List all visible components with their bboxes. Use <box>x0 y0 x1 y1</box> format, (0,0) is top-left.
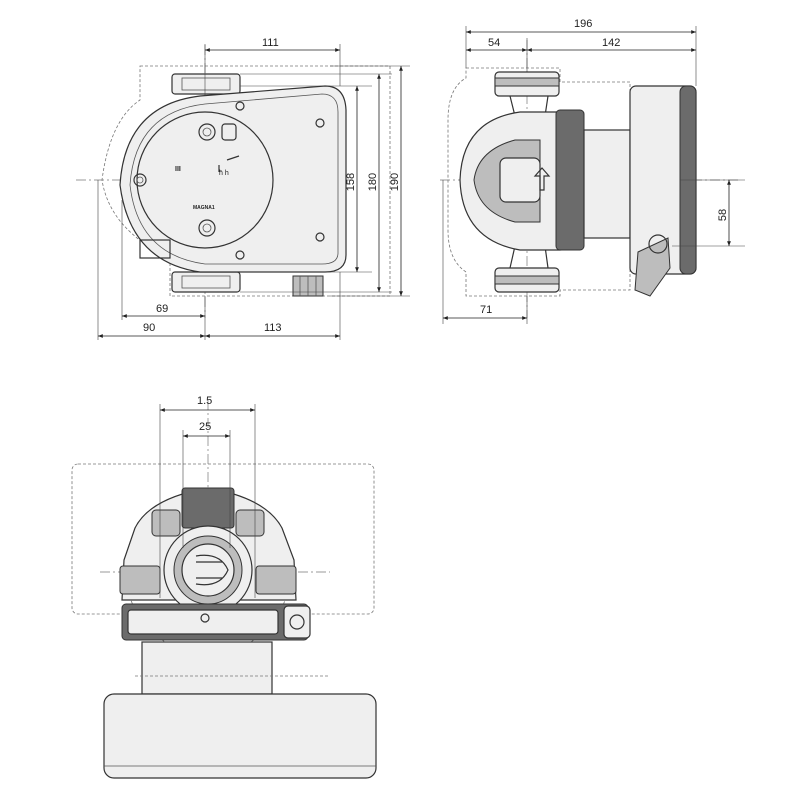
front-screw-right-top <box>315 118 325 128</box>
side-pump-collar <box>555 109 585 251</box>
front-side-block <box>139 239 171 259</box>
front-mode-icon: h̄ h <box>219 170 229 177</box>
side-inlet <box>499 157 541 203</box>
side-envelope-outline <box>447 67 631 297</box>
front-top-flange-inner <box>181 77 231 91</box>
bottom-dim-1-5: 1.5 <box>197 395 212 407</box>
side-dim-196: 196 <box>574 18 592 30</box>
front-bottom-knob <box>198 219 216 237</box>
front-view: III h̄ h MAGNA1 111 158 180 190 69 <box>76 37 410 340</box>
bottom-control-box <box>103 693 377 779</box>
bottom-top-neck <box>181 487 235 529</box>
front-screw-right-bottom <box>315 232 325 242</box>
front-dim-111: 111 <box>262 37 279 49</box>
bottom-gland-nut <box>289 614 305 630</box>
side-gland-nut <box>648 234 668 254</box>
bottom-view: 1.5 25 <box>71 395 377 779</box>
side-dim-58: 58 <box>717 209 729 221</box>
side-dim-142: 142 <box>602 37 620 49</box>
bottom-right-lug <box>235 509 265 537</box>
front-dim-90: 90 <box>143 322 155 334</box>
bottom-impeller-outline <box>195 554 229 586</box>
bottom-dim-25: 25 <box>199 421 211 433</box>
bottom-left-lug <box>151 509 181 537</box>
front-signal-ramp <box>226 155 240 161</box>
front-dim-190: 190 <box>389 173 401 191</box>
bottom-right-body <box>255 565 297 595</box>
front-panel-symbols: III <box>175 166 181 173</box>
side-motor-stator <box>583 129 631 239</box>
front-envelope-outline <box>101 65 391 297</box>
front-vent-screw <box>133 173 147 187</box>
bottom-cable-gland <box>283 605 311 639</box>
front-dim-69: 69 <box>156 303 168 315</box>
front-dim-180: 180 <box>367 173 379 191</box>
front-bottom-flange-inner <box>181 275 231 289</box>
front-screw-top <box>235 101 245 111</box>
bottom-port-opening <box>181 543 235 597</box>
front-dim-113: 113 <box>264 322 282 334</box>
bottom-motor-stator <box>141 641 273 695</box>
front-dim-158: 158 <box>345 173 357 191</box>
side-view: 196 54 142 58 71 <box>440 18 745 324</box>
bottom-left-body <box>119 565 161 595</box>
front-top-flange <box>171 73 241 95</box>
front-screw-bottom <box>235 250 245 260</box>
front-display-window <box>221 123 237 141</box>
side-dim-71: 71 <box>480 304 492 316</box>
front-housing-inner <box>129 93 339 265</box>
side-dim-54: 54 <box>488 37 500 49</box>
front-housing <box>119 85 347 273</box>
front-brand-label: MAGNA1 <box>193 205 215 211</box>
bottom-collar-screw <box>200 613 210 623</box>
front-button-icon <box>198 123 216 141</box>
flow-direction-arrow-icon <box>533 167 551 191</box>
